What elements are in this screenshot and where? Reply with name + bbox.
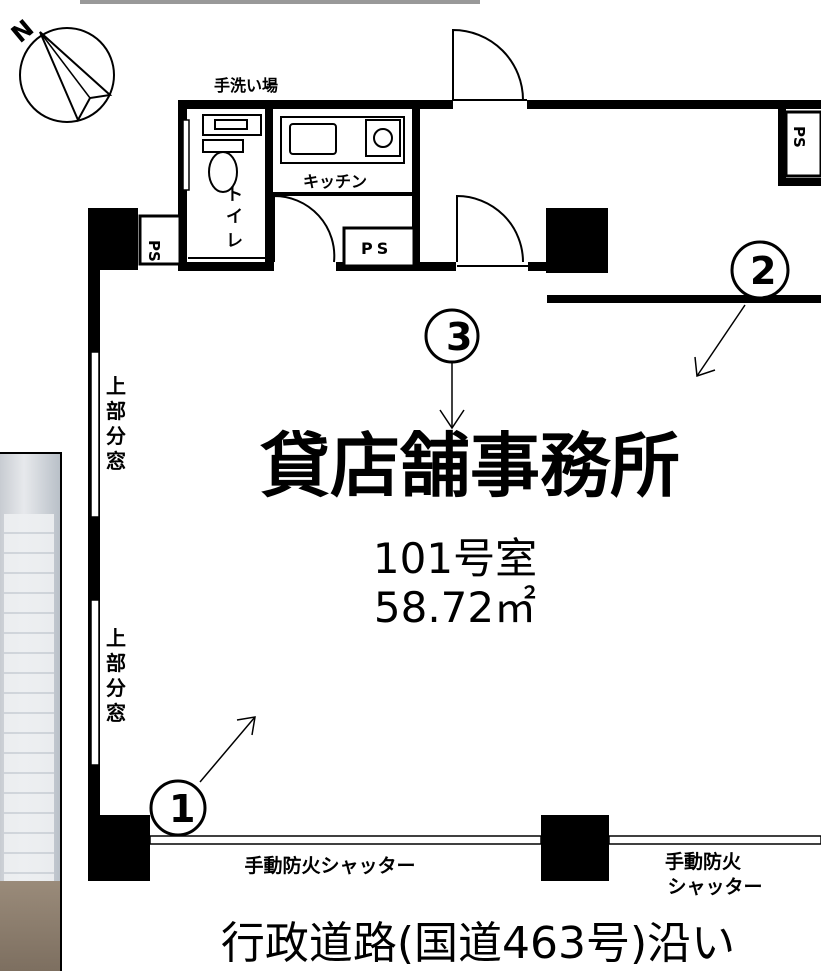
ps-boxes [138,110,821,268]
toilet-fixtures [202,114,262,193]
toilet-bowl-icon [208,151,238,193]
doors [188,28,528,267]
main-title: 貸店舗事務所 [260,425,680,507]
marker-1-icon [149,779,207,837]
window-lower-char-3: 分 [106,676,126,700]
window-lower-char-1: 上 [106,626,126,650]
window-lower-char-4: 窓 [106,701,126,725]
kitchen-sink-icon [289,123,337,155]
marker-2-number: 2 [750,249,776,293]
windows [90,119,821,845]
window-upper-char-3: 分 [106,424,126,448]
top-edge-line [80,0,480,4]
photo-building-facade [4,514,54,934]
window-left-upper [90,351,100,518]
window-upper-char-4: 窓 [106,449,126,473]
room-number: 101号室 [373,534,537,583]
door-toilet [273,194,336,263]
arrow-1-icon [199,716,256,783]
washroom-label: 手洗い場 [214,76,278,95]
window-label-upper: 上 部 分 窓 [106,374,126,473]
kitchen-label: キッチン [303,172,367,191]
stove-icon [365,119,401,157]
door-kitchen-passage [456,194,524,263]
sink-icon [202,114,262,136]
shutter-right-opening [608,835,821,845]
window-upper-char-2: 部 [106,399,126,423]
shutter-right-label-1: 手動防火 [665,850,742,873]
room-area: 58.72㎡ [374,583,536,632]
markers [149,240,790,837]
window-left-lower [90,599,100,766]
marker-2-icon [730,240,790,300]
kitchen-fixtures [280,116,405,164]
ps-box-left [138,214,182,266]
toilet-label-1: ト [226,185,243,205]
toilet-label-2: イ [226,207,243,227]
compass: N [6,14,115,123]
ps-label-right: PS [790,126,808,148]
shutter-right-label-2: シャッター [667,876,762,898]
toilet-label-3: レ [226,231,243,251]
toilet-window [182,119,190,191]
marker-3-number: 3 [446,315,472,359]
ps-label-left: PS [145,240,163,262]
window-upper-char-1: 上 [106,374,126,398]
ps-box-right [784,110,821,178]
shutter-left-label: 手動防火シャッター [244,854,415,877]
building-photo [0,452,62,971]
marker-3-icon [424,308,480,364]
photo-sidewalk [0,881,60,971]
view-arrows [199,304,746,783]
window-label-lower: 上 部 分 窓 [106,626,126,725]
ps-box-kitchen [342,226,416,268]
ps-label-kitchen: PS [361,239,392,258]
marker-1-number: 1 [169,787,195,831]
toilet-tank-icon [202,139,244,153]
window-lower-char-2: 部 [106,651,126,675]
road-label: 行政道路(国道463号)沿い [221,918,735,969]
door-top-entrance [452,28,524,101]
arrow-2-icon [696,304,746,377]
shutter-left-opening [149,835,542,845]
kitchen-counter-icon [280,116,405,164]
